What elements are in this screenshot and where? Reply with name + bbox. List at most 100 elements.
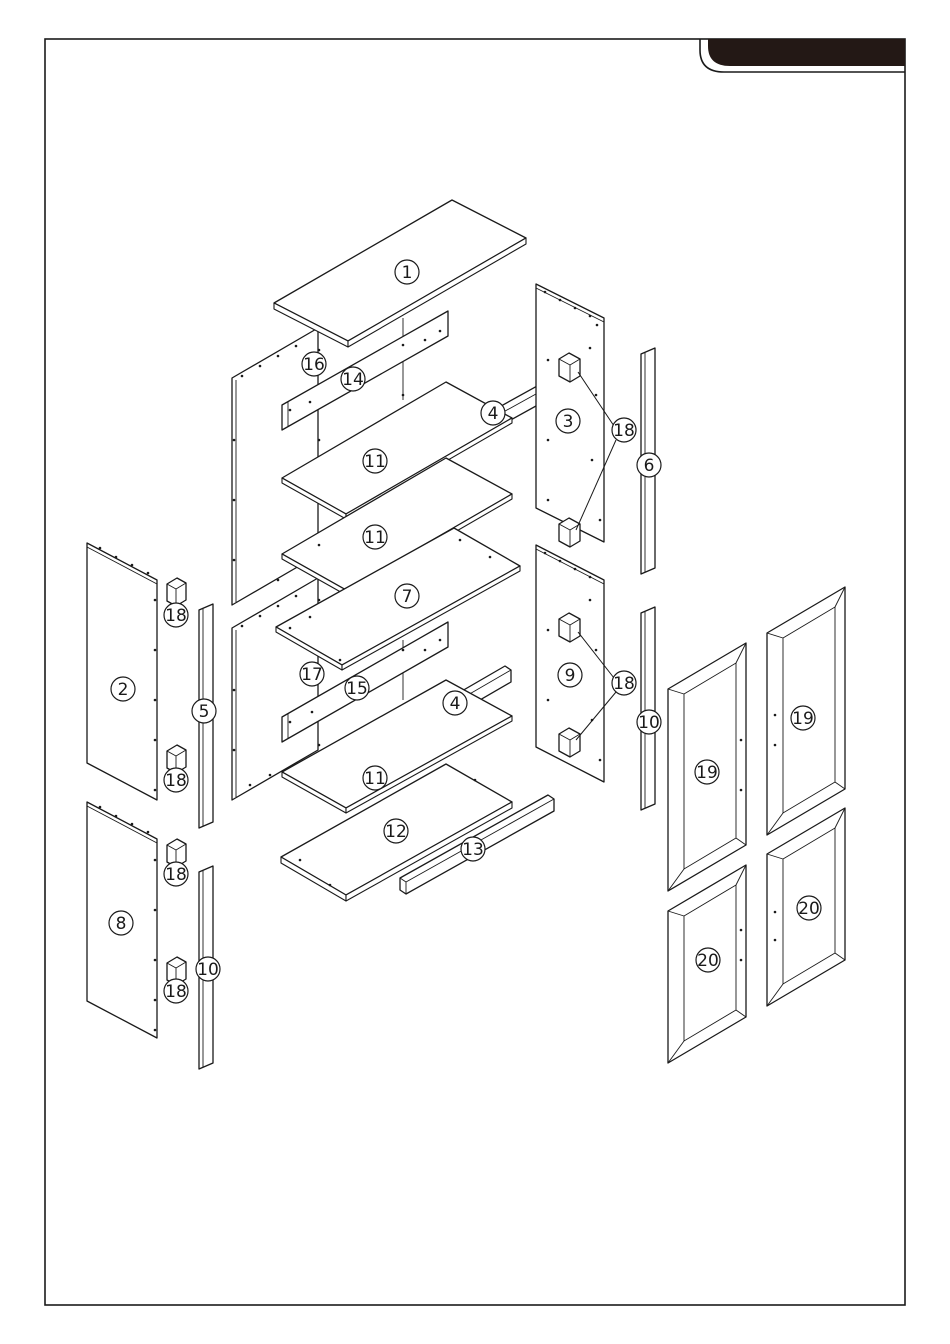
callout-part-18b: 18 <box>164 768 188 792</box>
hole-dot <box>154 739 157 742</box>
callout-label: 18 <box>165 865 187 885</box>
hole-dot <box>299 859 302 862</box>
hole-dot <box>774 714 777 717</box>
hole-dot <box>559 560 562 563</box>
hole-dot <box>591 459 594 462</box>
hole-dot <box>439 330 442 333</box>
hole-dot <box>589 599 592 602</box>
hole-dot <box>289 721 292 724</box>
callout-label: 10 <box>638 713 660 733</box>
hole-dot <box>402 344 405 347</box>
hole-dot <box>402 394 405 397</box>
hole-dot <box>259 365 262 368</box>
hole-dot <box>424 339 427 342</box>
callout-part-9: 9 <box>558 663 582 687</box>
hole-dot <box>154 599 157 602</box>
hole-dot <box>233 439 236 442</box>
callout-label: 3 <box>563 412 574 432</box>
callout-part-18c: 18 <box>164 862 188 886</box>
callout-part-20a: 20 <box>696 948 720 972</box>
hole-dot <box>154 649 157 652</box>
callout-label: 12 <box>385 822 407 842</box>
callout-part-15: 15 <box>345 676 369 700</box>
callout-label: 18 <box>165 606 187 626</box>
callout-label: 16 <box>303 355 325 375</box>
header-tab <box>708 39 905 66</box>
callout-label: 19 <box>792 709 814 729</box>
hole-dot <box>774 939 777 942</box>
hole-dot <box>115 556 118 559</box>
callout-label: 18 <box>613 421 635 441</box>
hole-dot <box>233 749 236 752</box>
hole-dot <box>544 291 547 294</box>
callout-label: 18 <box>613 674 635 694</box>
callout-part-3: 3 <box>556 409 580 433</box>
hole-dot <box>489 556 492 559</box>
hole-dot <box>599 519 602 522</box>
hole-dot <box>154 909 157 912</box>
callout-label: 19 <box>696 763 718 783</box>
callout-part-19a: 19 <box>695 760 719 784</box>
callout-part-11a: 11 <box>363 449 387 473</box>
hole-dot <box>544 552 547 555</box>
hole-dot <box>547 439 550 442</box>
callout-label: 2 <box>118 680 129 700</box>
callout-label: 7 <box>402 587 413 607</box>
callout-part-7: 7 <box>395 584 419 608</box>
hole-dot <box>547 629 550 632</box>
hole-dot <box>318 744 321 747</box>
callout-part-8: 8 <box>109 911 133 935</box>
hole-dot <box>459 539 462 542</box>
callout-part-2: 2 <box>111 677 135 701</box>
hole-dot <box>547 499 550 502</box>
hole-dot <box>277 579 280 582</box>
hole-dot <box>277 605 280 608</box>
hole-dot <box>559 299 562 302</box>
hole-dot <box>740 789 743 792</box>
hole-dot <box>574 307 577 310</box>
hole-dot <box>547 359 550 362</box>
hole-dot <box>269 774 272 777</box>
hole-dot <box>233 499 236 502</box>
hole-dot <box>318 599 321 602</box>
callout-part-18d: 18 <box>164 979 188 1003</box>
hole-dot <box>99 806 102 809</box>
hole-dot <box>295 595 298 598</box>
hole-dot <box>309 401 312 404</box>
hole-dot <box>339 659 342 662</box>
callout-label: 6 <box>644 456 655 476</box>
hole-dot <box>318 349 321 352</box>
hole-dot <box>774 744 777 747</box>
hole-dot <box>439 639 442 642</box>
callout-label: 9 <box>565 666 576 686</box>
hole-dot <box>154 999 157 1002</box>
hole-dot <box>241 375 244 378</box>
hole-dot <box>131 823 134 826</box>
hole-dot <box>596 324 599 327</box>
callout-part-10a: 10 <box>637 710 661 734</box>
corner-block-right-1 <box>559 353 580 382</box>
callout-label: 20 <box>697 951 719 971</box>
hole-dot <box>289 409 292 412</box>
callout-part-5: 5 <box>192 699 216 723</box>
hole-dot <box>589 315 592 318</box>
hole-dot <box>131 564 134 567</box>
hole-dot <box>774 911 777 914</box>
callout-part-16: 16 <box>302 352 326 376</box>
callout-part-14: 14 <box>341 367 365 391</box>
callout-part-17: 17 <box>300 662 324 686</box>
callout-part-1: 1 <box>395 260 419 284</box>
callout-part-6: 6 <box>637 453 661 477</box>
hole-dot <box>318 439 321 442</box>
hole-dot <box>740 739 743 742</box>
callout-label: 13 <box>462 840 484 860</box>
callout-label: 11 <box>364 769 386 789</box>
callout-part-4a: 4 <box>481 401 505 425</box>
callout-label: 5 <box>199 702 210 722</box>
hole-dot <box>249 784 252 787</box>
hole-dot <box>740 929 743 932</box>
hole-dot <box>599 759 602 762</box>
callout-label: 15 <box>346 679 368 699</box>
upper-left-side-panel <box>87 543 157 800</box>
